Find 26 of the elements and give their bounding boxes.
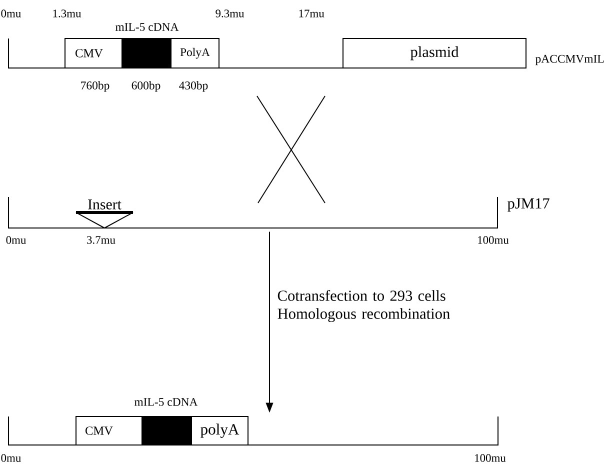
size-label: 430bp	[179, 81, 208, 92]
position-label: 100mu	[478, 236, 509, 244]
position-label: 0mu	[1, 454, 21, 462]
segment-box: plasmid	[342, 38, 526, 68]
segment-box: polyA	[191, 416, 248, 446]
filled-segment	[142, 416, 192, 446]
size-label: 760bp	[81, 81, 110, 92]
position-label: 3.7mu	[87, 236, 116, 244]
segment-box: PolyA	[170, 38, 220, 68]
position-label: 17mu	[299, 10, 324, 18]
position-label: 0mu	[6, 236, 26, 244]
segment-label: mIL-5 cDNA	[115, 23, 179, 31]
position-label: 0mu	[1, 10, 21, 18]
construct-line	[8, 196, 498, 228]
segment-box: CMV	[76, 416, 142, 446]
size-label: 600bp	[132, 81, 160, 92]
filled-segment	[122, 38, 172, 68]
position-label: 1.3mu	[53, 10, 82, 18]
construct-name: pACCMVmIL	[535, 54, 604, 66]
insert-triangle: Insert	[76, 200, 134, 229]
segment-box: CMV	[64, 38, 122, 68]
segment-label: mIL-5 cDNA	[134, 398, 198, 406]
position-label: 100mu	[475, 454, 506, 462]
position-label: 9.3mu	[216, 10, 244, 18]
edge-label: Cotransfection to 293 cells Homologous recombination	[278, 290, 450, 322]
construct-name: pJM17	[508, 198, 550, 212]
